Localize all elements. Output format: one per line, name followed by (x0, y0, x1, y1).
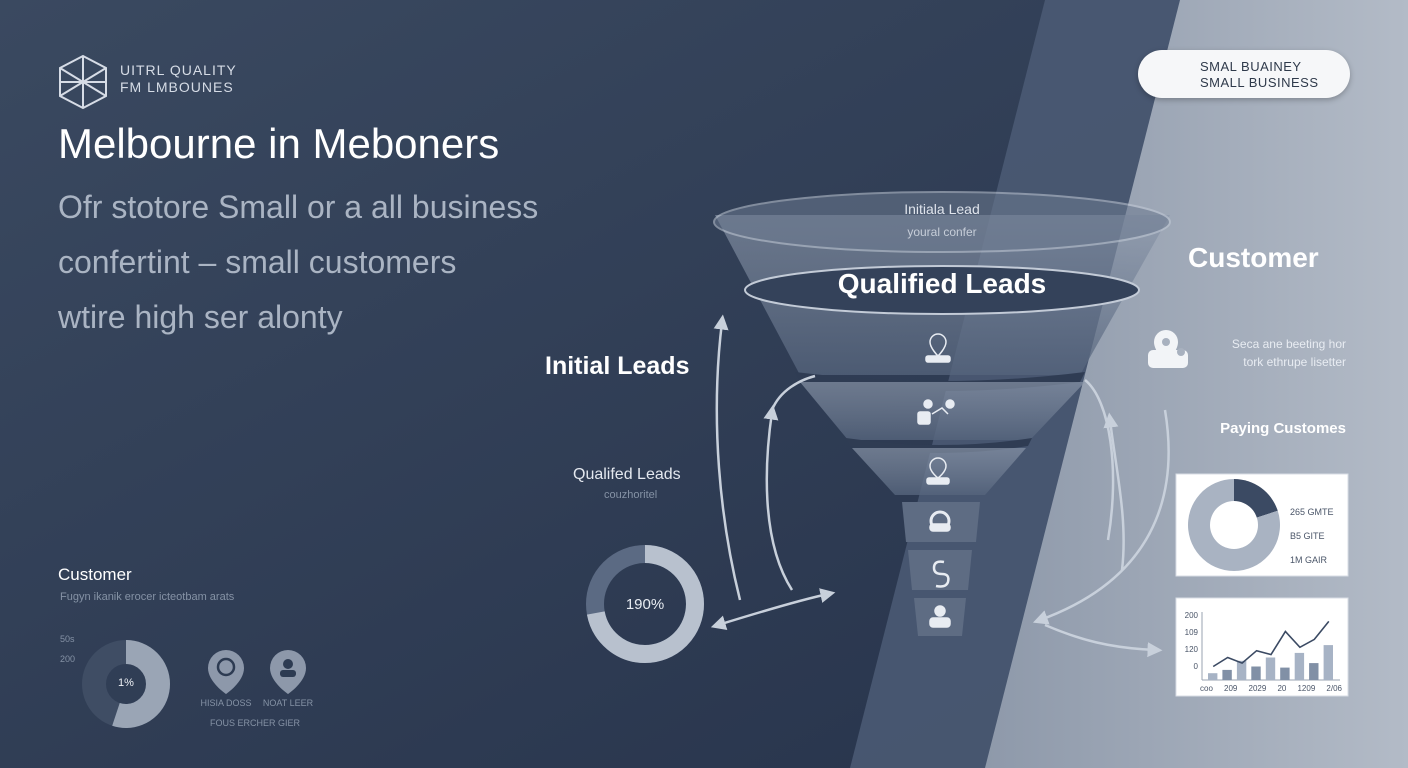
subtext-line-1: Ofr stotore Small or a all business (58, 189, 539, 225)
left-donut-value: 1% (118, 677, 134, 689)
pie-hole (1210, 501, 1258, 549)
pie-legend-item-2: B5 GITE (1290, 531, 1325, 541)
left-tick-top: 50s (60, 634, 75, 644)
support-headset-icon (929, 510, 951, 532)
bar-y-tick-4: 0 (1193, 662, 1198, 671)
logo-line-2: FM LMBOUNES (120, 79, 234, 95)
bar-3 (1236, 660, 1247, 680)
badge-line-2: SMALL BUSINESS (1200, 75, 1319, 90)
bar-x-tick-2: 209 (1224, 684, 1238, 693)
center-donut-arc (586, 545, 704, 663)
left-footnote: FOUS ERCHER GIER (210, 718, 301, 728)
pin1-label: HISIA DOSS (200, 698, 252, 708)
arrow-right-chart (1044, 623, 1163, 658)
dollar-hand-icon (932, 560, 950, 588)
pie-legend-item-1: 265 GMTE (1290, 507, 1334, 517)
pin-support-icon (208, 650, 244, 694)
arrow-down-right (1032, 409, 1170, 625)
label-qualified-leads: Qualifed Leads (573, 466, 681, 483)
logo-wordmark: UITRL QUALITY FM LMBOUNES (120, 62, 237, 96)
trend-line (1212, 620, 1330, 668)
bar-7 (1294, 652, 1305, 680)
arrow-curve-right (1084, 379, 1115, 541)
funnel-diagram (713, 191, 1171, 636)
logo-line-1: UITRL QUALITY (120, 62, 237, 78)
center-donut-value: 190% (625, 596, 665, 613)
center-donut-chart (586, 545, 704, 663)
right-customer-title: Customer (1188, 242, 1319, 273)
pie-legend-item-3: 1M GAIR (1290, 555, 1328, 565)
arrow-curve-left (770, 374, 816, 411)
logo-cube-icon (59, 54, 107, 110)
arrow-up-left-inner (763, 404, 794, 591)
bar-chart (1208, 620, 1333, 680)
page-title: Melbourne in Meboners (58, 120, 500, 167)
bar-x-tick-5: 1209 (1297, 684, 1316, 693)
bar-8 (1309, 663, 1319, 680)
bar-x-tick-4: 20 (1277, 684, 1287, 693)
left-tick-bottom: 200 (60, 654, 76, 664)
bar-5 (1265, 657, 1276, 680)
left-donut-arc (82, 640, 170, 728)
people-handshake-icon (917, 399, 955, 425)
bar-6 (1280, 667, 1290, 680)
subtext-line-3: wtire high ser alonty (58, 299, 343, 335)
funnel-band-qualified (744, 265, 1140, 315)
funnel-top-text: Initiala Lead (904, 201, 980, 217)
map-pin-person-icon (925, 333, 951, 363)
right-customer-desc-2: tork ethrupe lisetter (1243, 355, 1346, 369)
bar-y-tick-2: 109 (1184, 628, 1198, 637)
bar-9 (1323, 645, 1333, 680)
pin-person-icon (270, 650, 306, 694)
subtext-line-2: confertint – small customers (58, 244, 457, 280)
bar-y-tick-1: 200 (1184, 611, 1198, 620)
left-customer-subtitle: Fugyn ikanik erocer icteotbam arats (60, 591, 235, 603)
bar-x-tick-3: 2029 (1248, 684, 1267, 693)
bar-x-tick-1: coo (1200, 684, 1213, 693)
bar-1 (1208, 673, 1218, 680)
small-business-badge: SMAL BUAINEY SMALL BUSINESS (1138, 50, 1350, 98)
arrow-up-right (1103, 412, 1125, 571)
person-icon (929, 605, 951, 628)
bar-x-ticks: coo 209 2029 20 1209 2/06 (1200, 684, 1342, 693)
left-customer-donut (82, 640, 170, 728)
pie-chart (1188, 479, 1281, 571)
arrow-double-left (710, 588, 836, 630)
arrow-up-left-outer (713, 314, 742, 601)
bar-x-tick-6: 2/06 (1326, 684, 1342, 693)
funnel-top-subtext: youral confer (907, 225, 977, 239)
label-initial-leads: Initial Leads (545, 352, 690, 380)
funnel-band-label: Qualified Leads (837, 268, 1047, 299)
customer-people-icon (1148, 330, 1188, 368)
person-pin-icon (926, 457, 950, 485)
label-qualified-sub: couzhoritel (604, 489, 658, 501)
left-customer-title: Customer (58, 565, 132, 584)
pin2-label: NOAT LEER (262, 698, 314, 708)
bar-4 (1251, 666, 1261, 680)
bar-y-tick-3: 120 (1184, 645, 1198, 654)
headline-subtext: Ofr stotore Small or a all business conf… (58, 180, 538, 345)
right-customer-desc-1: Seca ane beeting hor (1231, 337, 1346, 351)
paying-customers-title: Paying Customes (1220, 420, 1346, 437)
bar-2 (1222, 669, 1232, 680)
bar-y-ticks: 200 109 120 0 (1180, 607, 1198, 675)
badge-line-1: SMAL BUAINEY (1200, 59, 1302, 74)
pie-legend: 265 GMTE B5 GITE 1M GAIR (1290, 500, 1334, 572)
